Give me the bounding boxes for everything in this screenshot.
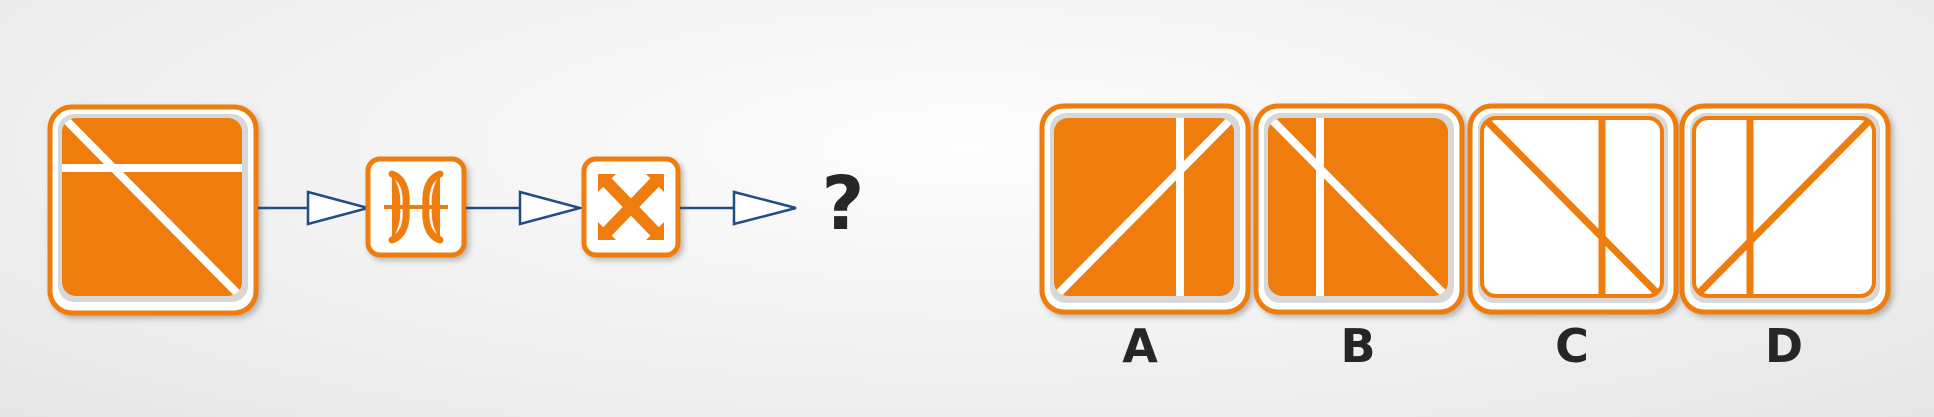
- arrow-3: [680, 190, 797, 226]
- question-mark: ?: [822, 161, 865, 247]
- option-a-label: A: [1122, 319, 1158, 373]
- option-c-label: C: [1555, 319, 1589, 373]
- option-d-label: D: [1765, 319, 1803, 373]
- mirror-horizontal-icon: [365, 156, 467, 258]
- option-a[interactable]: [1039, 103, 1251, 315]
- flip-cross-icon: [581, 156, 681, 258]
- option-c[interactable]: [1467, 103, 1679, 315]
- arrow-1: [258, 190, 373, 226]
- option-d[interactable]: [1679, 103, 1891, 315]
- arrow-2: [466, 190, 585, 226]
- option-b-label: B: [1340, 319, 1375, 373]
- start-figure: [47, 104, 259, 316]
- option-b[interactable]: [1253, 103, 1465, 315]
